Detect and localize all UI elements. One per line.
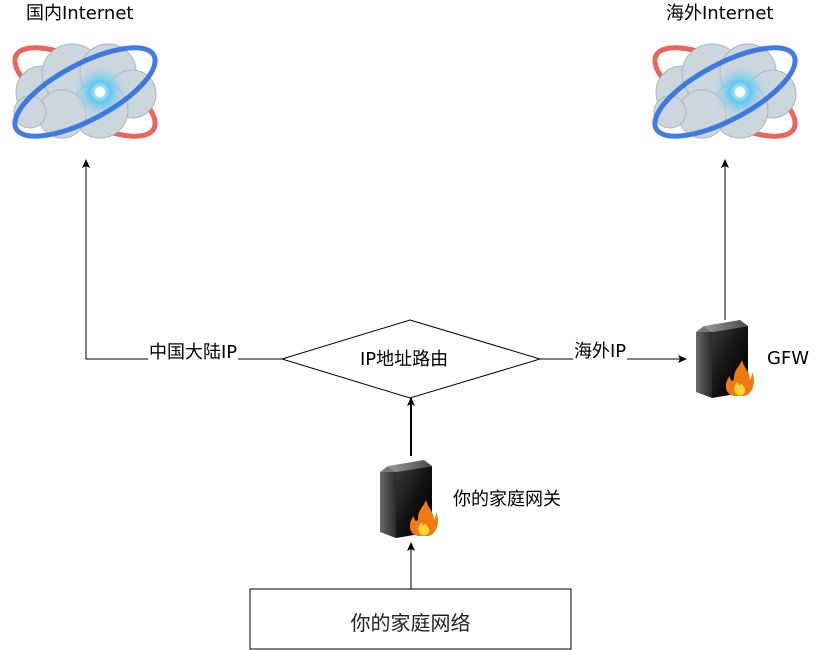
firewall-icon [380,460,438,538]
gfw-label: GFW [767,348,810,369]
edge-label-mainland-ip: 中国大陆IP [148,342,239,364]
home-network-box [249,588,572,650]
edge-to-domestic [82,159,284,360]
foreign-internet-label: 海外Internet [666,3,774,24]
router-label: IP地址路由 [360,349,449,370]
home-gateway-label: 你的家庭网关 [453,489,561,510]
cloud-internet-icon [3,31,167,154]
edge-label-overseas-ip: 海外IP [573,341,628,363]
domestic-internet-label: 国内Internet [26,3,134,24]
firewall-icon [696,320,754,398]
router-diamond [280,319,542,399]
cloud-internet-icon [643,31,807,154]
home-network-label: 你的家庭网络 [350,611,471,635]
